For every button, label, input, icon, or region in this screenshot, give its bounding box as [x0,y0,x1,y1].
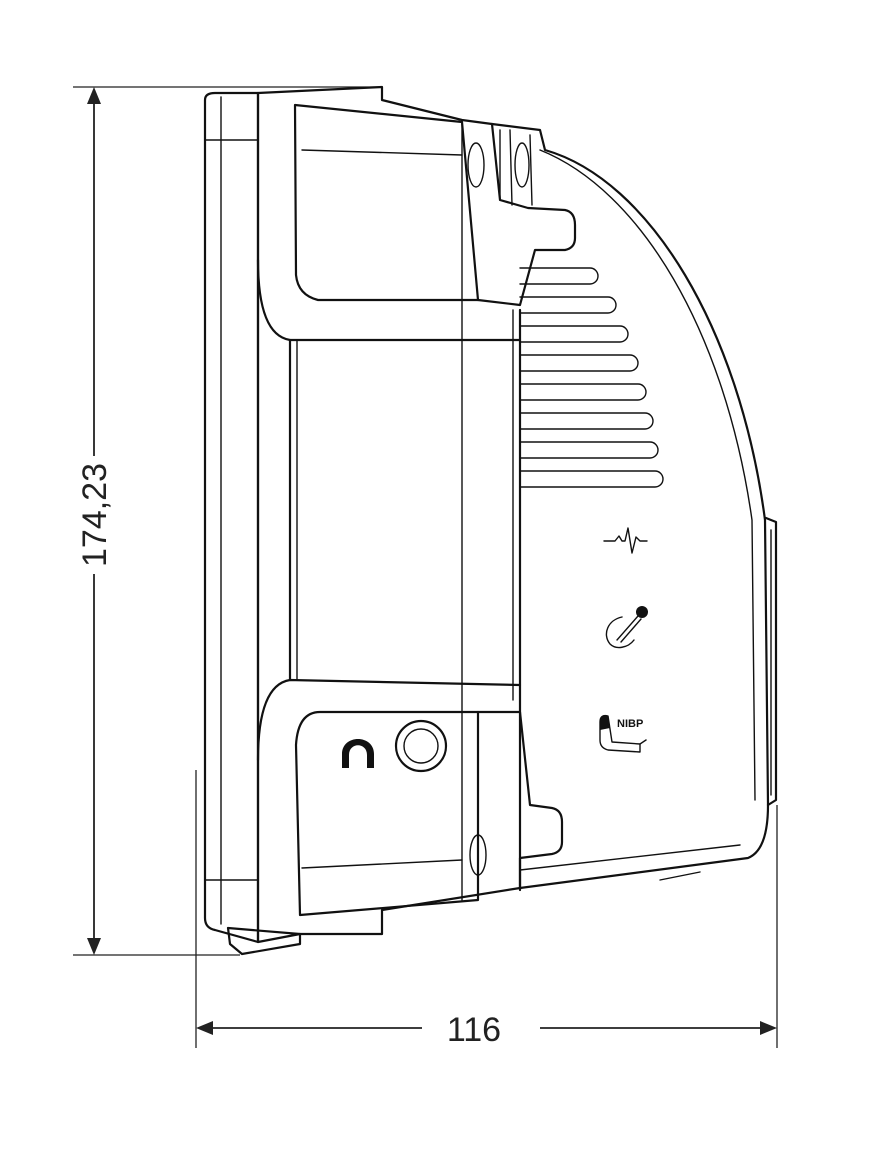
height-arrow-top [87,87,101,104]
lower-handle-recess [294,710,480,917]
bezel-foot [226,926,302,956]
vent-slot [519,325,629,343]
lower-screw-boss [469,834,487,876]
vent-slot [519,267,599,285]
bezel-outer [203,91,260,944]
vent-slot [519,412,654,430]
upper-handle-line [301,149,463,156]
vent-slot [519,296,617,314]
height-arrow-bottom [87,938,101,955]
lower-handle [294,710,564,917]
panel-lower-step [256,678,522,762]
housing-back-contour [539,149,756,801]
upper-handle [293,103,577,307]
front-bezel [203,91,302,956]
width-arrow-left [196,1021,213,1035]
center-panel [256,119,522,901]
vent-slot [519,441,659,459]
width-arrow-right [760,1021,777,1035]
spo2-sensor-icon [605,606,648,649]
panel-upper-step [256,258,522,342]
width-dimension-label: 116 [447,1011,501,1049]
vent-slots [519,267,664,488]
headphone-icon [342,739,374,768]
audio-jack-icon [394,719,448,773]
lower-clamp-hook [476,710,564,890]
upper-clamp-ribs [499,129,533,206]
upper-clamp-hook [476,122,577,307]
nibp-cuff-icon [599,714,647,753]
ecg-icon [603,527,648,554]
housing-bottom-contour [519,844,741,871]
width-dimension: 116 [195,770,778,1049]
upper-handle-recess [293,103,480,302]
rear-side-rail [764,516,778,807]
housing-bottom-foot [659,871,701,881]
height-dimension-label: 174,23 [76,463,114,567]
nibp-label: NIBP [617,718,643,730]
lower-handle-line [301,859,463,869]
vent-slot [519,470,664,488]
upper-screw-boss [467,142,485,188]
upper-screw-boss-2 [514,142,530,188]
height-dimension: 174,23 [73,86,382,956]
rear-housing [256,85,778,944]
vent-slot [519,383,647,401]
housing-outline [256,85,770,944]
vent-slot [519,354,639,372]
